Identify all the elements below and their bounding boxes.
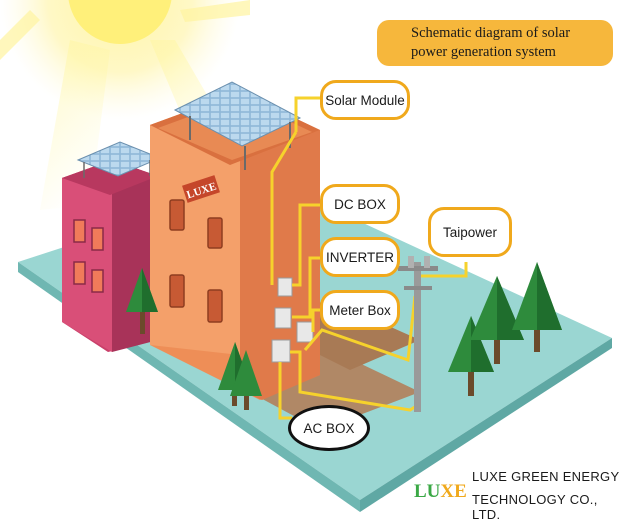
diagram-title: Schematic diagram of solar power generat… xyxy=(377,20,613,66)
label-dc-box: DC BOX xyxy=(320,184,400,224)
equipment-boxes xyxy=(271,277,314,363)
label-meter-box: Meter Box xyxy=(320,290,400,330)
pink-building xyxy=(62,141,162,352)
logo-text-orange: XE xyxy=(440,481,467,502)
label-taipower: Taipower xyxy=(428,207,512,257)
label-ac-box: AC BOX xyxy=(288,405,370,451)
utility-pole xyxy=(398,256,438,412)
title-line-2: power generation system xyxy=(411,44,556,60)
logo-text-green: LU xyxy=(414,481,441,502)
power-wires xyxy=(270,96,468,420)
company-name-line-2: TECHNOLOGY CO., LTD. xyxy=(472,492,598,522)
label-solar-module: Solar Module xyxy=(320,80,410,120)
company-logo: LUXE xyxy=(414,481,467,503)
company-footer: LUXE LUXE GREEN ENERGY TECHNOLOGY CO., L… xyxy=(414,467,620,522)
tree xyxy=(512,262,562,352)
trees xyxy=(126,262,562,410)
company-name-line-1: LUXE GREEN ENERGY xyxy=(472,469,620,484)
tree xyxy=(230,350,262,410)
label-inverter: INVERTER xyxy=(320,237,400,277)
title-line-1: Schematic diagram of solar xyxy=(411,25,571,41)
tree xyxy=(126,268,158,334)
